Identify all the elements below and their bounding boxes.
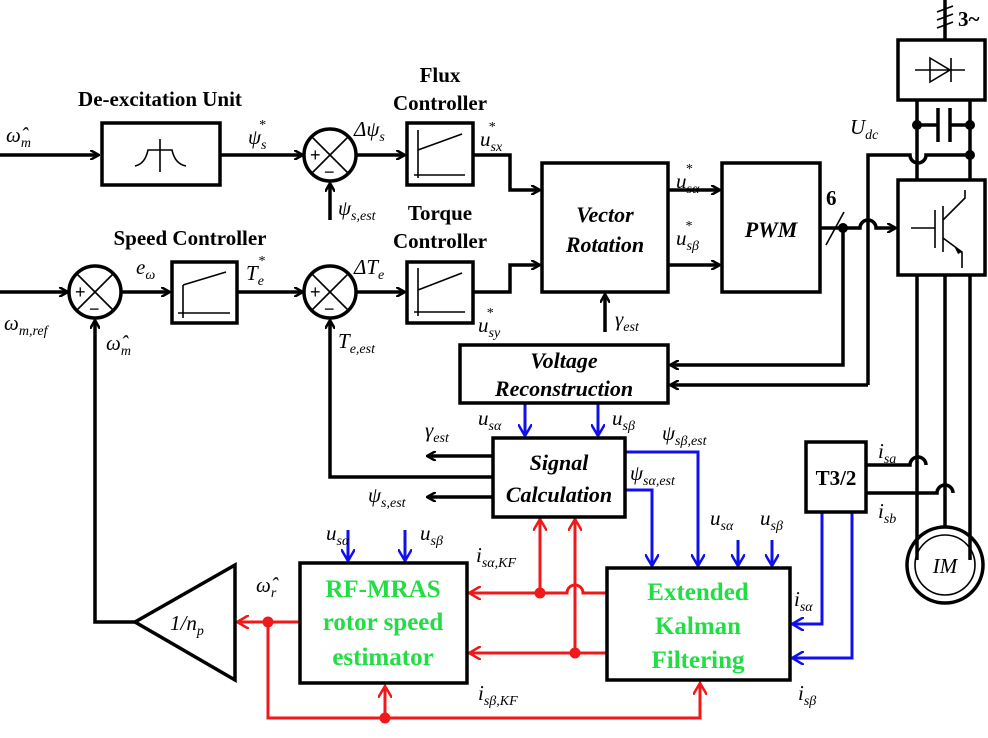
signal-wires xyxy=(0,0,975,624)
ekf-label-3: Filtering xyxy=(651,647,745,674)
vector-rotation-block: Vector Rotation xyxy=(540,161,670,294)
motor-label: IM xyxy=(932,554,959,578)
signal-calculation-label-1: Signal xyxy=(530,450,590,475)
vector-rotation-label-2: Rotation xyxy=(565,232,644,257)
u-sbeta-ref-label: usβ* xyxy=(676,219,699,254)
de-excitation-block: De-excitation Unit xyxy=(78,87,242,187)
T-e-ref-label: Te* xyxy=(246,254,265,289)
signal-labels: ω̂m ψs* Δψs ψs,est usx* ωm,ref eω Te* ΔT… xyxy=(4,7,980,709)
signal-calculation-block: Signal Calculation xyxy=(491,436,627,519)
i-sbeta-label: isβ xyxy=(798,681,816,709)
vector-rotation-label-1: Vector xyxy=(576,202,634,227)
voltage-reconstruction-block: Voltage Reconstruction xyxy=(458,343,670,405)
e-omega-label: eω xyxy=(136,255,155,283)
estimator-feedback-wires xyxy=(237,519,700,724)
T-e-est-label: Te,est xyxy=(338,329,376,357)
t32-label: T3/2 xyxy=(816,466,857,490)
omega-m-hat-feedback-label: ω̂m xyxy=(106,331,131,359)
omega-m-ref-label: ωm,ref xyxy=(4,311,50,339)
delta-psi-s-label: Δψs xyxy=(353,117,385,145)
inverter-block xyxy=(896,178,987,277)
plus-sign: + xyxy=(310,282,321,302)
pwm-block: PWM xyxy=(720,161,822,294)
psi-s-est-out-label: ψs,est xyxy=(368,483,407,511)
omega-m-hat-input-label: ω̂m xyxy=(6,123,31,151)
voltage-reconstruction-label-2: Reconstruction xyxy=(494,376,633,401)
torque-summing-junction: + − xyxy=(302,264,358,320)
omega-r-hat-label: ω̂r xyxy=(256,573,279,601)
torque-controller-label-1: Torque xyxy=(408,201,472,225)
signal-calculation-label-2: Calculation xyxy=(506,482,612,507)
pwm-label: PWM xyxy=(744,217,799,242)
plus-sign: + xyxy=(75,282,86,302)
u-sbeta-mras-label: usβ xyxy=(420,521,443,549)
pole-pair-gain-block: 1/np xyxy=(131,561,237,684)
flux-controller-block: Flux Controller xyxy=(393,63,487,187)
induction-motor: IM xyxy=(905,525,985,605)
u-sbeta-sc-label: usβ xyxy=(612,406,635,434)
i-sbeta-kf-label: isβ,KF xyxy=(478,681,518,709)
psi-s-est-flux-label: ψs,est xyxy=(338,196,377,224)
torque-controller-block: Torque Controller xyxy=(393,201,487,325)
psi-s-ref-label: ψs* xyxy=(248,118,267,153)
minus-sign: − xyxy=(324,162,335,182)
u-salpha-ref-label: usα* xyxy=(676,162,700,197)
speed-controller-label: Speed Controller xyxy=(113,226,266,250)
speed-summing-junction: + − xyxy=(67,264,123,320)
voltage-reconstruction-label-1: Voltage xyxy=(530,348,597,373)
u-sy-ref-label: usy* xyxy=(478,306,501,341)
rf-mras-block: RF-MRAS rotor speed estimator xyxy=(298,561,469,685)
ekf-block: Extended Kalman Filtering xyxy=(605,566,792,682)
gain-label: 1/np xyxy=(170,611,204,639)
torque-controller-label-2: Controller xyxy=(393,229,487,253)
psi-salpha-est-label: ψsα,est xyxy=(630,461,676,489)
gamma-est-out-label: γest xyxy=(425,418,450,446)
flux-controller-label-1: Flux xyxy=(420,63,461,87)
U-dc-label: Udc xyxy=(850,115,879,143)
ekf-label-1: Extended xyxy=(647,579,749,606)
supply-label: 3~ xyxy=(958,7,980,31)
minus-sign: − xyxy=(324,299,335,319)
rf-mras-label-3: estimator xyxy=(332,644,433,671)
gamma-est-vr-label: γest xyxy=(615,307,640,335)
psi-sbeta-est-label: ψsβ,est xyxy=(662,421,708,449)
pwm-lines-label: 6 xyxy=(826,186,837,210)
u-sbeta-ekf-label: usβ xyxy=(760,506,783,534)
rectifier-block xyxy=(896,38,987,102)
voltage-current-wires xyxy=(348,403,854,658)
u-salpha-mras-label: usα xyxy=(326,521,350,549)
delta-T-e-label: ΔTe xyxy=(353,255,384,283)
ekf-label-2: Kalman xyxy=(655,613,741,640)
i-sa-label: isa xyxy=(878,439,896,467)
speed-controller-block: Speed Controller xyxy=(113,226,267,325)
u-salpha-sc-label: usα xyxy=(478,406,502,434)
de-excitation-label: De-excitation Unit xyxy=(78,87,242,111)
flux-controller-label-2: Controller xyxy=(393,91,487,115)
rf-mras-label-1: RF-MRAS xyxy=(325,576,440,603)
i-salpha-kf-label: isα,KF xyxy=(476,543,516,571)
rf-mras-label-2: rotor speed xyxy=(323,609,444,636)
t32-transform-block: T3/2 xyxy=(804,440,868,514)
flux-summing-junction: + − xyxy=(302,127,358,183)
plus-sign: + xyxy=(310,145,321,165)
i-sb-label: isb xyxy=(878,499,896,527)
u-salpha-ekf-label: usα xyxy=(710,506,734,534)
i-salpha-label: isα xyxy=(794,587,813,615)
minus-sign: − xyxy=(89,299,100,319)
u-sx-ref-label: usx* xyxy=(480,120,503,155)
